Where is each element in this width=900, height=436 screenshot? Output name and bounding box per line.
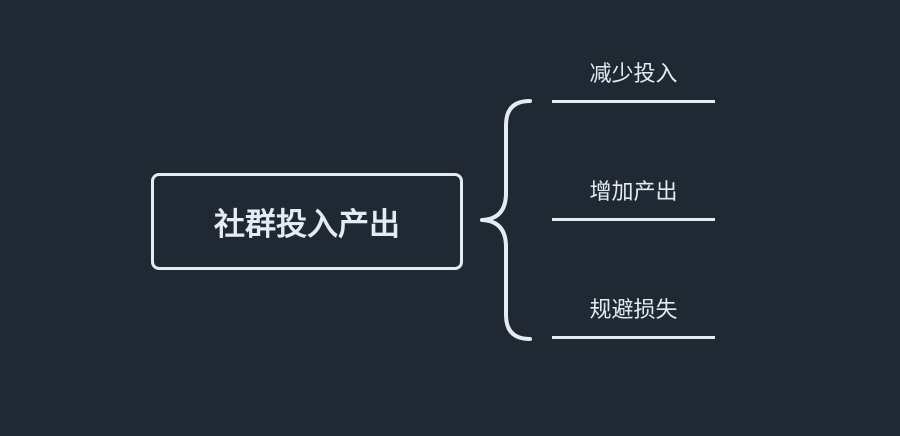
branch-label-increase-output: 增加产出 xyxy=(589,180,678,205)
branch-line-avoid-loss xyxy=(552,336,715,339)
branch-label-avoid-loss: 规避损失 xyxy=(589,298,678,323)
branch-line-reduce-input xyxy=(552,100,715,103)
root-node[interactable]: 社群投入产出 xyxy=(151,173,463,270)
curly-brace-connector xyxy=(480,99,532,341)
root-node-label: 社群投入产出 xyxy=(214,207,400,243)
branch-label-reduce-input: 减少投入 xyxy=(589,62,678,87)
branch-line-increase-output xyxy=(552,218,715,221)
